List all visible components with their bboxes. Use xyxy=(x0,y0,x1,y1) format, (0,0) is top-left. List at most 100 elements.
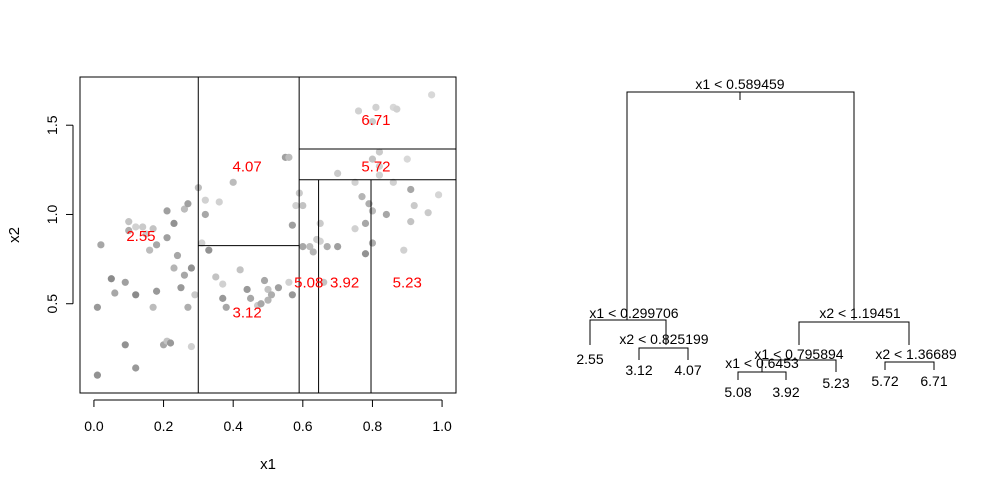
branch-x2-19451 xyxy=(798,321,910,345)
scatter-point xyxy=(292,201,300,210)
scatter-point xyxy=(403,155,411,163)
scatter-point xyxy=(334,243,342,251)
scatter-point xyxy=(184,303,192,311)
scatter-point xyxy=(334,169,342,178)
split-label: x2 < 0.825199 xyxy=(619,331,708,347)
scatter-point xyxy=(121,278,129,286)
leaf-label: 5.23 xyxy=(822,375,849,391)
scatter-point xyxy=(361,250,370,258)
scatter-point xyxy=(205,246,213,254)
y-tick-label: 1.0 xyxy=(44,205,60,225)
scatter-point xyxy=(264,296,272,304)
scatter-point xyxy=(180,205,189,213)
scatter-point xyxy=(163,234,171,242)
scatter-point xyxy=(316,219,324,227)
scatter-point xyxy=(361,219,370,227)
region-label: 3.12 xyxy=(233,305,262,322)
scatter-point xyxy=(201,210,209,219)
scatter-point xyxy=(260,276,269,285)
scatter-point xyxy=(163,207,171,215)
leaf-label: 5.72 xyxy=(871,373,898,389)
scatter-point xyxy=(285,278,293,286)
y-axis-label: x2 xyxy=(6,227,23,243)
scatter-point xyxy=(191,291,199,299)
x-tick-label: 0.8 xyxy=(363,418,383,434)
scatter-point xyxy=(212,273,220,281)
scatter-point xyxy=(246,294,255,302)
region-label: 2.55 xyxy=(126,228,155,245)
scatter-point xyxy=(407,185,415,194)
region-label: 5.23 xyxy=(393,274,422,291)
scatter-point xyxy=(351,178,359,186)
tree-leaf-labels: 2.55 3.12 4.07 5.08 3.92 5.23 5.72 6.71 xyxy=(576,351,947,400)
x-tick-label: 0.6 xyxy=(293,418,313,434)
region-label: 5.08 xyxy=(294,274,323,291)
region-label: 4.07 xyxy=(233,158,262,175)
scatter-point xyxy=(316,237,324,245)
x-tick-label: 1.0 xyxy=(432,418,452,434)
scatter-point xyxy=(257,300,265,308)
split-label: x2 < 1.36689 xyxy=(875,346,957,362)
scatter-point xyxy=(299,201,307,210)
scatter-point xyxy=(400,246,408,254)
plot-frame xyxy=(79,76,457,394)
scatter-point xyxy=(142,230,150,238)
x-tick-label: 0.2 xyxy=(154,418,174,434)
scatter-point xyxy=(407,218,415,226)
scatter-point xyxy=(125,226,133,235)
y-tick-label: 1.5 xyxy=(44,115,60,135)
split-label: x1 < 0.795894 xyxy=(754,346,843,362)
scatter-point xyxy=(410,201,418,210)
branch-x1-795894 xyxy=(761,359,837,372)
scatter-point xyxy=(375,148,384,156)
scatter-point xyxy=(264,285,272,294)
leaf-label: 3.12 xyxy=(625,362,652,378)
scatter-point xyxy=(299,243,307,251)
scatter-point xyxy=(219,294,227,302)
scatter-point xyxy=(97,241,105,249)
x-axis-label: x1 xyxy=(260,456,276,473)
x-tick-label: 0.0 xyxy=(84,418,104,434)
scatter-point xyxy=(152,287,161,295)
scatter-point xyxy=(368,118,377,126)
tree-panel: x1 < 0.589459 x1 < 0.299706 x2 < 0.82519… xyxy=(576,76,957,400)
scatter-point xyxy=(187,264,196,272)
scatter-point xyxy=(149,225,157,233)
scatter-panel: 2.55 4.07 3.12 5.08 3.92 5.23 5.72 6.71 0.0 0.2 0… xyxy=(6,76,457,473)
scatter-point xyxy=(198,239,206,247)
scatter-point xyxy=(121,341,129,349)
scatter-point xyxy=(184,200,192,208)
scatter-point xyxy=(152,241,161,249)
region-label: 6.71 xyxy=(361,112,390,129)
scatter-point xyxy=(173,251,182,260)
region-label: 5.72 xyxy=(361,158,390,175)
scatter-point xyxy=(170,219,178,227)
scatter-point xyxy=(382,210,390,219)
scatter-point xyxy=(428,91,436,99)
scatter-point xyxy=(93,303,102,311)
scatter-point xyxy=(177,284,185,292)
scatter-point xyxy=(111,289,119,297)
scatter-point xyxy=(320,278,328,286)
scatter-point xyxy=(222,303,230,311)
region-label: 3.92 xyxy=(330,274,359,291)
scatter-point xyxy=(166,339,175,347)
scatter-point xyxy=(132,223,140,231)
split-label: x1 < 0.299706 xyxy=(589,305,678,321)
scatter-point xyxy=(139,223,147,231)
split-label: x1 < 0.6453 xyxy=(725,355,799,371)
branch-x1-299706 xyxy=(589,319,667,345)
scatter-point xyxy=(107,275,115,283)
scatter-point xyxy=(354,107,363,115)
scatter-point xyxy=(306,243,314,251)
scatter-point xyxy=(368,239,377,247)
branch-root xyxy=(626,91,855,320)
branch-x2-825199 xyxy=(638,347,689,360)
region-label-layer: 2.55 4.07 3.12 5.08 3.92 5.23 5.72 6.71 xyxy=(126,112,422,322)
y-tick-label: 0.5 xyxy=(44,294,60,314)
scatter-point xyxy=(389,178,397,186)
scatter-point xyxy=(424,209,432,217)
scatter-point xyxy=(243,285,251,294)
